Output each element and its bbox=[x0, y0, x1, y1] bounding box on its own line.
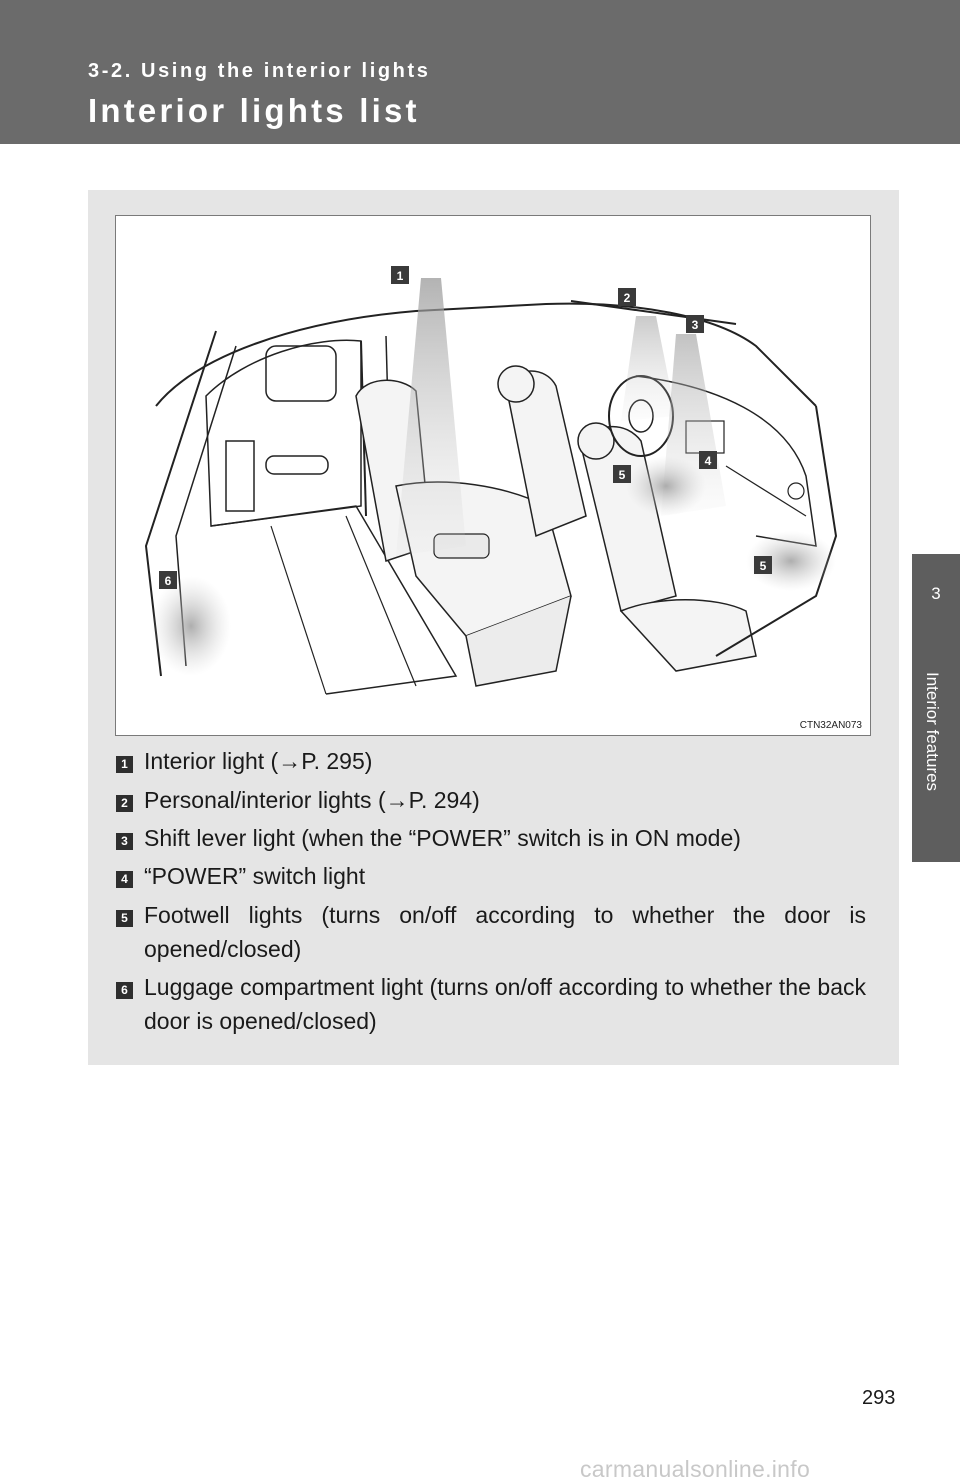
svg-text:6: 6 bbox=[165, 574, 172, 588]
illustration-code: CTN32AN073 bbox=[799, 720, 862, 731]
callout-2: 2 bbox=[618, 288, 636, 306]
list-item-text: Footwell lights (turns on/off according … bbox=[144, 902, 866, 962]
callout-5b: 5 bbox=[754, 556, 772, 574]
car-interior-illustration: 1 2 3 4 5 5 6 CTN32AN073 bbox=[115, 215, 871, 736]
callout-1: 1 bbox=[391, 266, 409, 284]
chapter-number: 3 bbox=[931, 584, 941, 603]
list-item: 2 Personal/interior lights (→P. 294) bbox=[116, 783, 866, 817]
chapter-tab-label: Interior features bbox=[923, 672, 942, 792]
car-interior-drawing: 1 2 3 4 5 5 6 bbox=[144, 266, 838, 695]
section-label: 3-2. Using the interior lights bbox=[88, 60, 431, 82]
callout-6: 6 bbox=[159, 571, 177, 589]
number-4-icon: 4 bbox=[116, 871, 133, 888]
callout-4: 4 bbox=[699, 451, 717, 469]
callout-5a: 5 bbox=[613, 465, 631, 483]
callout-3: 3 bbox=[686, 315, 704, 333]
svg-text:2: 2 bbox=[624, 291, 631, 305]
svg-text:3: 3 bbox=[692, 318, 699, 332]
chapter-side-tab[interactable]: 3 Interior features bbox=[912, 554, 960, 862]
list-item-text: Shift lever light (when the “POWER” swit… bbox=[144, 825, 741, 851]
svg-text:5: 5 bbox=[760, 559, 767, 573]
page-title: Interior lights list bbox=[88, 92, 420, 129]
number-6-icon: 6 bbox=[116, 982, 133, 999]
list-item-text: “POWER” switch light bbox=[144, 863, 366, 889]
page-number: 293 bbox=[862, 1387, 896, 1409]
svg-text:1: 1 bbox=[397, 269, 404, 283]
list-item-text: Interior light (→P. 295) bbox=[144, 748, 373, 774]
svg-text:4: 4 bbox=[705, 454, 712, 468]
watermark: carmanualsonline.info bbox=[580, 1456, 811, 1482]
list-item: 1 Interior light (→P. 295) bbox=[116, 744, 866, 778]
number-3-icon: 3 bbox=[116, 833, 133, 850]
number-5-icon: 5 bbox=[116, 910, 133, 927]
list-item-text: Luggage compartment light (turns on/off … bbox=[144, 974, 866, 1034]
list-item: 4 “POWER” switch light bbox=[116, 859, 866, 893]
list-item: 6 Luggage compartment light (turns on/of… bbox=[116, 970, 866, 1038]
list-item: 3 Shift lever light (when the “POWER” sw… bbox=[116, 821, 866, 855]
number-2-icon: 2 bbox=[116, 795, 133, 812]
chapter-header: 3-2. Using the interior lights Interior … bbox=[0, 0, 960, 144]
number-1-icon: 1 bbox=[116, 756, 133, 773]
svg-text:5: 5 bbox=[619, 468, 626, 482]
list-item: 5 Footwell lights (turns on/off accordin… bbox=[116, 898, 866, 966]
list-item-text: Personal/interior lights (→P. 294) bbox=[144, 787, 480, 813]
